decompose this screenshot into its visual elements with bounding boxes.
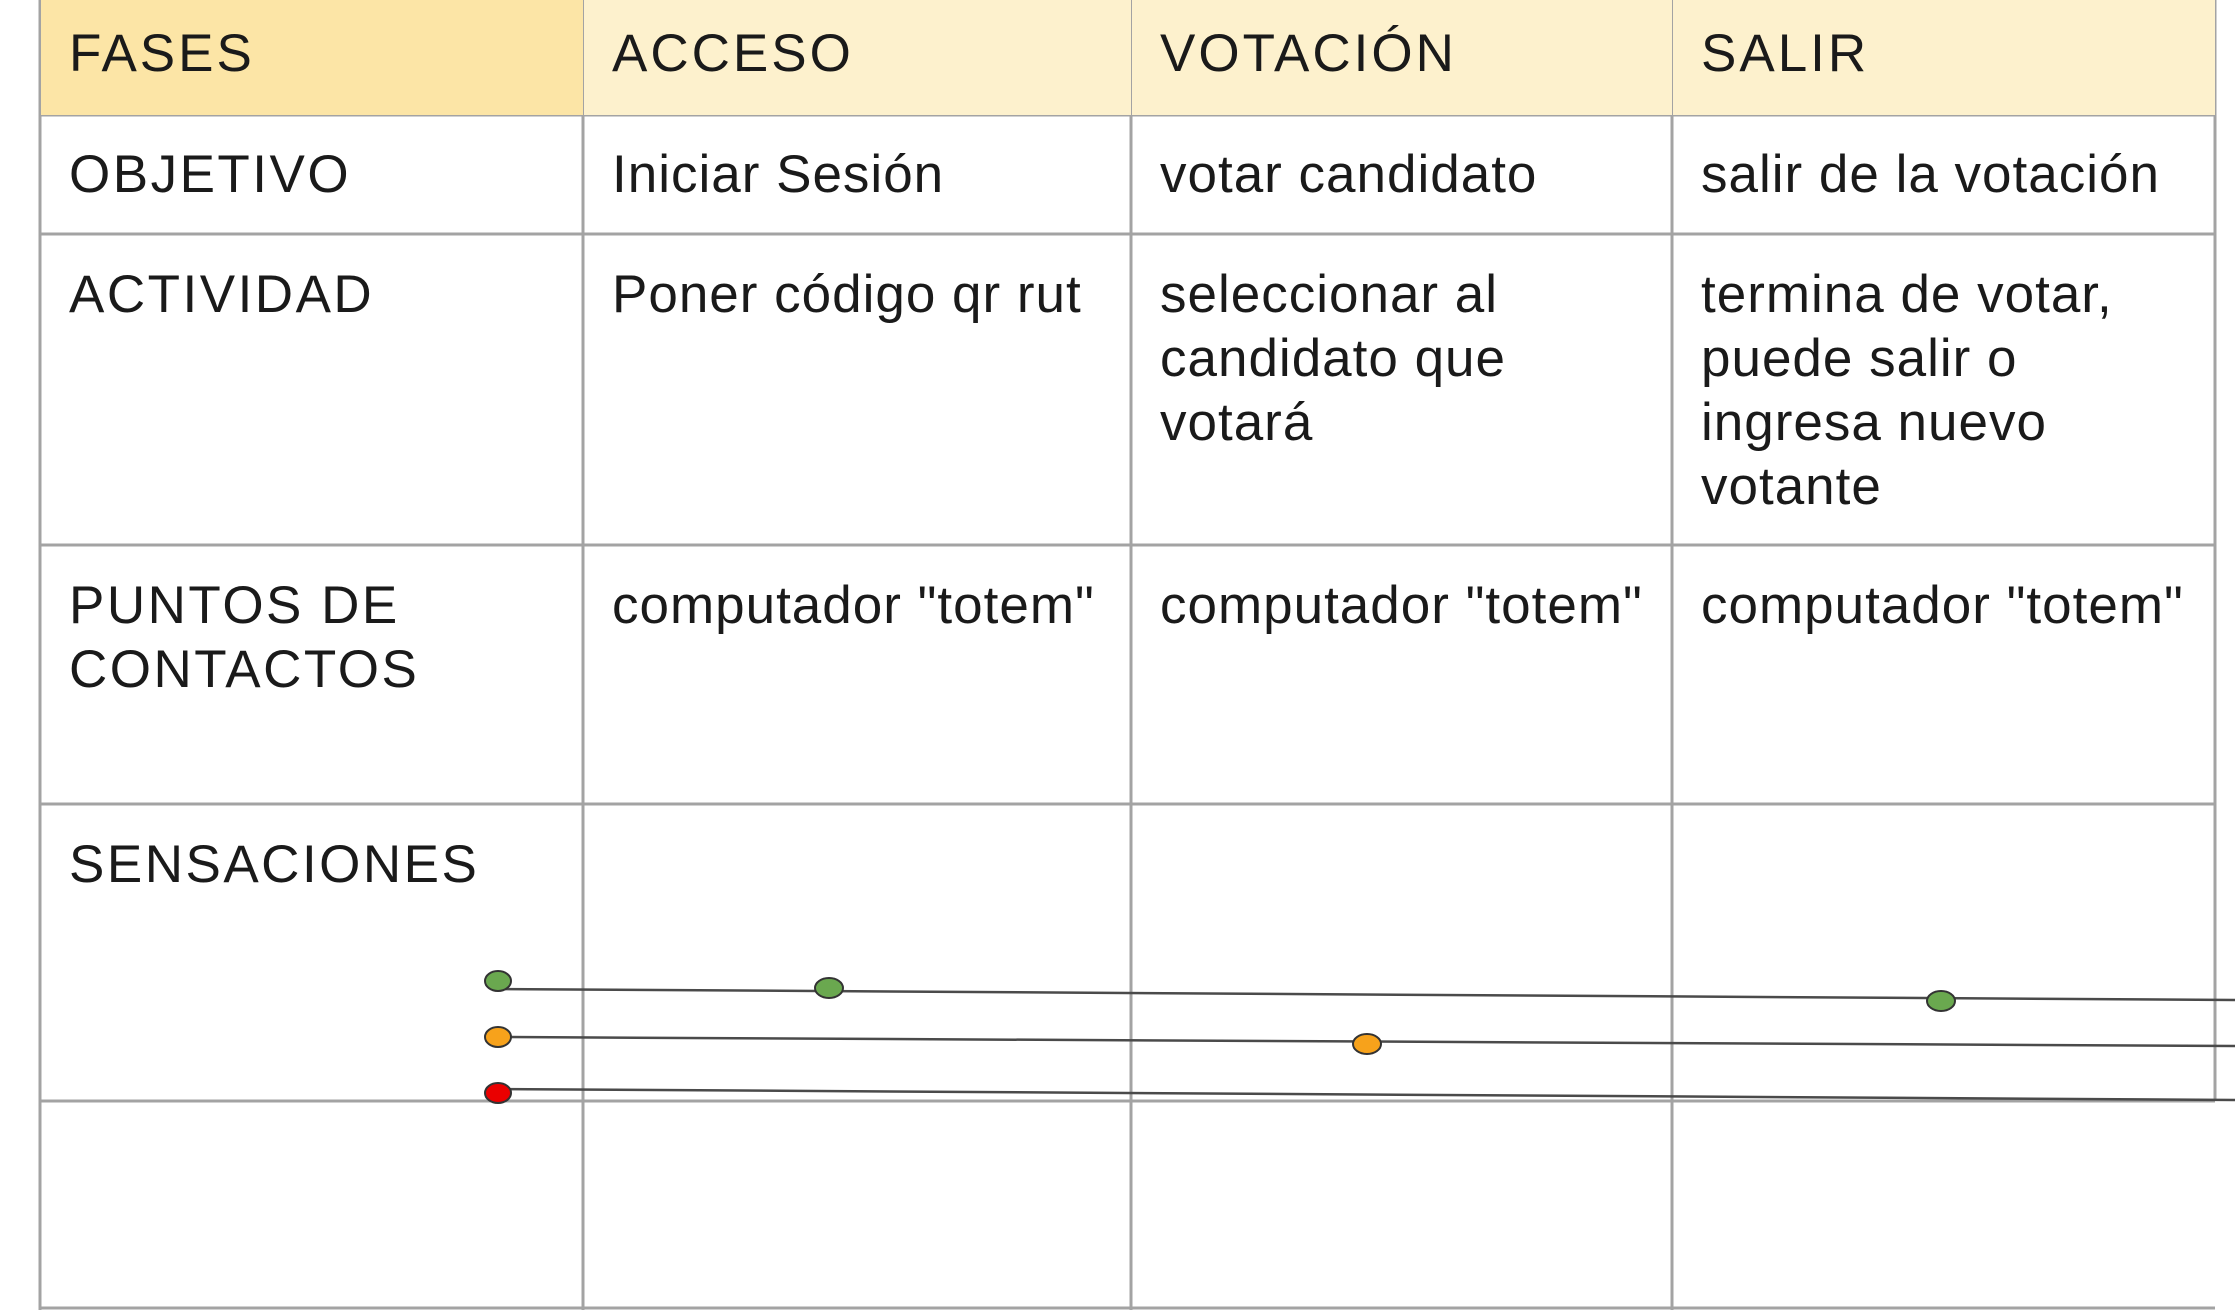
- table-cell: computador "totem": [1701, 576, 2184, 635]
- table-cell: Poner código qr rut: [612, 265, 1082, 324]
- sensation-level-positive-marker: [484, 970, 512, 992]
- header-phase-acceso: ACCESO: [584, 0, 1131, 115]
- table-cell: termina de votar, puede salir o ingresa …: [1701, 265, 2113, 516]
- row-label-actividad: ACTIVIDAD: [69, 265, 375, 324]
- sensation-track-positive: [497, 987, 2235, 1002]
- row-label-sensaciones: SENSACIONES: [69, 835, 480, 894]
- sensation-track-negative: [497, 1087, 2235, 1102]
- sensation-level-neutral-marker: [484, 1026, 512, 1048]
- table-cell: votar candidato: [1160, 145, 1538, 204]
- sensation-point-votacion-neutral: [1352, 1033, 1382, 1055]
- header-fases-label: FASES: [41, 0, 583, 115]
- sensation-point-salir-positive: [1926, 990, 1956, 1012]
- row-label-puntos-de-contactos: PUNTOS DE CONTACTOS: [69, 576, 420, 699]
- table-cell: Iniciar Sesión: [612, 145, 945, 204]
- header-phase-votacion: VOTACIÓN: [1132, 0, 1672, 115]
- header-phase-salir: SALIR: [1673, 0, 2215, 115]
- table-cell: salir de la votación: [1701, 145, 2160, 204]
- table-cell: computador "totem": [612, 576, 1095, 635]
- sensation-point-acceso-positive: [814, 977, 844, 999]
- sensation-level-negative-marker: [484, 1082, 512, 1104]
- table-cell: seleccionar al candidato que votará: [1160, 265, 1507, 452]
- row-label-objetivo: OBJETIVO: [69, 145, 352, 204]
- table-cell: computador "totem": [1160, 576, 1643, 635]
